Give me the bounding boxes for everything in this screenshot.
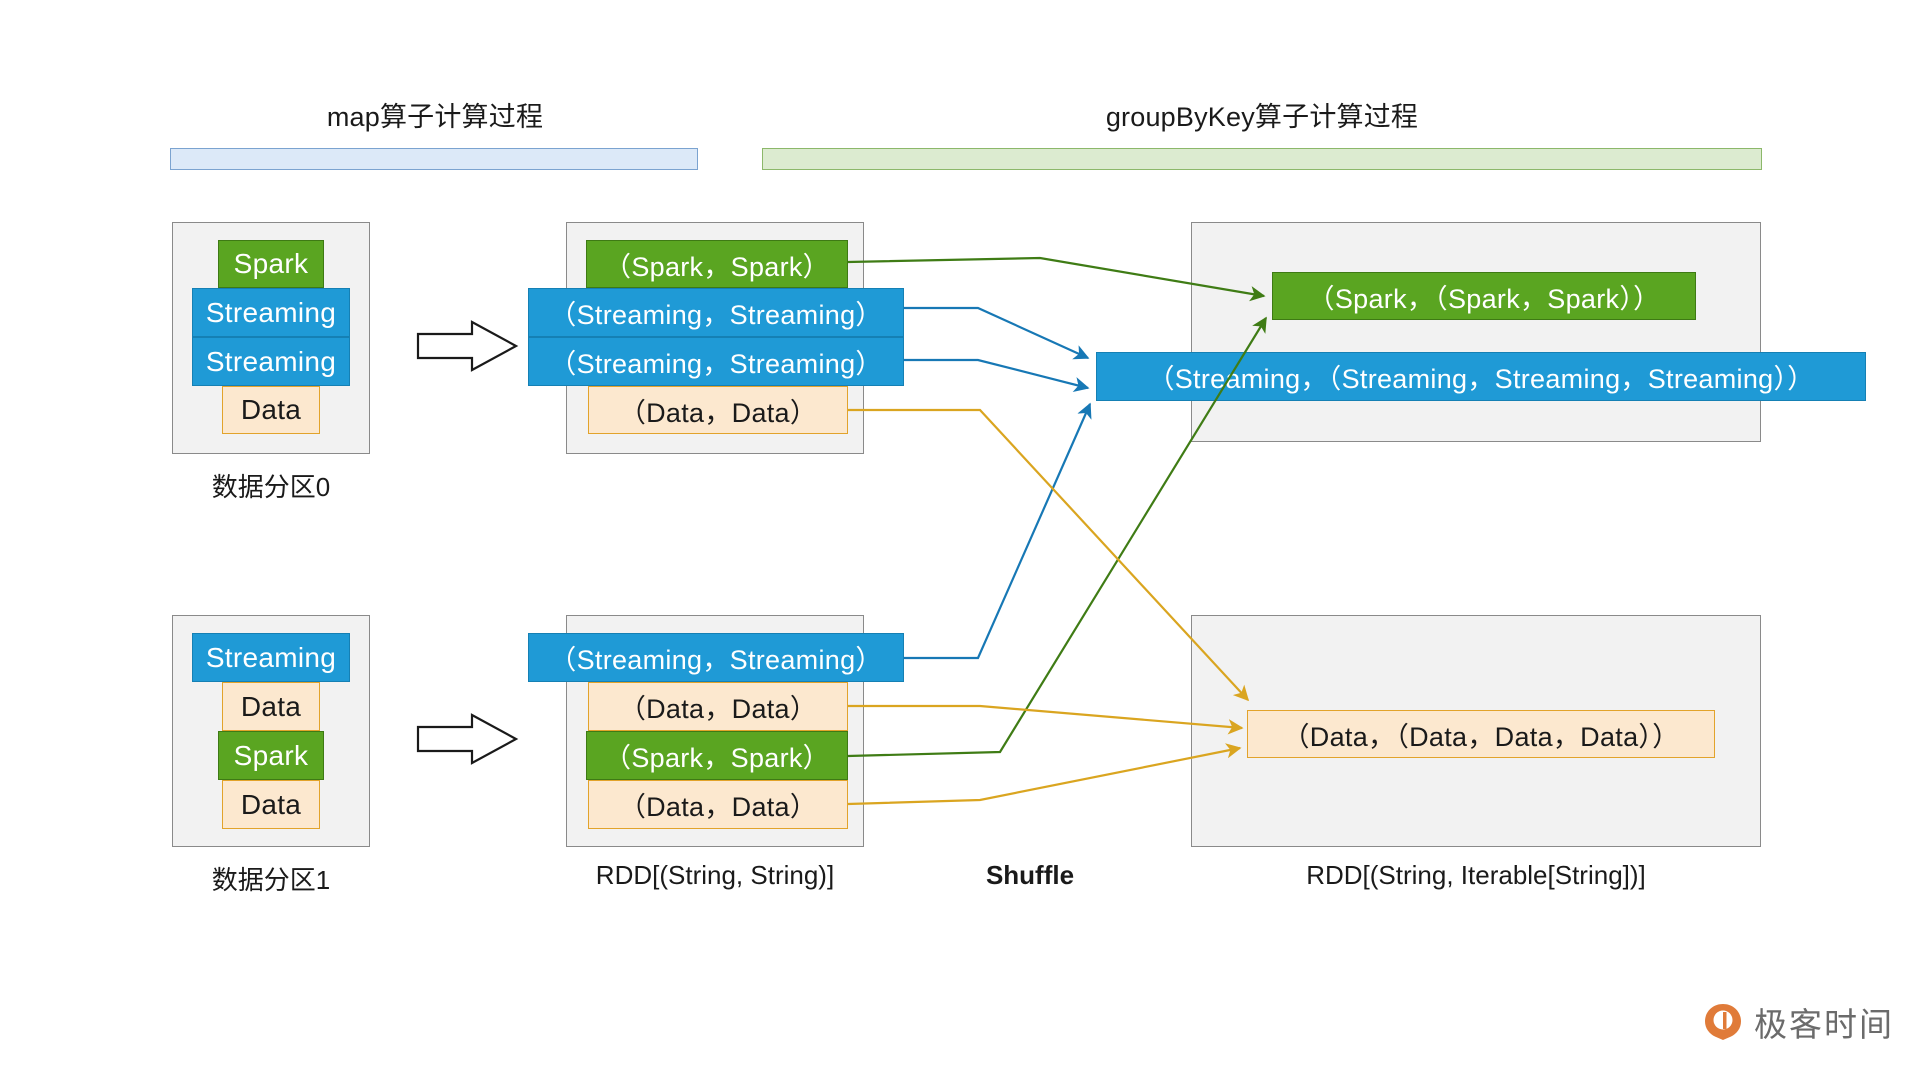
- rdd-pairs-caption: RDD[(String, String)]: [595, 860, 835, 890]
- rdd-grouped-p1-item-0[interactable]: （Data，（Data，Data，Data））: [1247, 710, 1715, 758]
- rdd-pair-p1-item-2[interactable]: （Spark，Spark）: [586, 731, 848, 780]
- rdd-grouped-partition-0-panel: [1191, 222, 1761, 442]
- rdd-grouped-p0-item-1[interactable]: （Streaming，（Streaming，Streaming，Streamin…: [1096, 352, 1866, 401]
- partition-1-item-3[interactable]: Data: [222, 780, 320, 829]
- watermark: 极客时间: [1702, 998, 1894, 1046]
- partition-0-caption: 数据分区0: [211, 472, 331, 502]
- rdd-pair-p1-item-3[interactable]: （Data，Data）: [588, 780, 848, 829]
- rdd-pair-p1-item-1[interactable]: （Data，Data）: [588, 682, 848, 731]
- rdd-grouped-caption: RDD[(String, Iterable[String])]: [1306, 860, 1646, 890]
- rdd-pair-p0-item-1[interactable]: （Streaming，Streaming）: [528, 288, 904, 337]
- map-section-bar: [170, 148, 698, 170]
- arrow-data-p0: [848, 408, 1250, 702]
- section-title-map: map算子计算过程: [326, 102, 544, 132]
- rdd-pair-p1-item-0[interactable]: （Streaming，Streaming）: [528, 633, 904, 682]
- partition-0-item-0[interactable]: Spark: [218, 240, 324, 288]
- watermark-text: 极客时间: [1754, 1006, 1894, 1043]
- section-title-groupbykey: groupByKey算子计算过程: [1105, 102, 1419, 132]
- shuffle-label: Shuffle: [985, 860, 1075, 890]
- partition-0-item-2[interactable]: Streaming: [192, 337, 350, 386]
- partition-0-item-1[interactable]: Streaming: [192, 288, 350, 337]
- rdd-pair-p0-item-0[interactable]: （Spark，Spark）: [586, 240, 848, 288]
- arrow-streaming-p0-b: [904, 358, 1090, 393]
- rdd-pair-p0-item-2[interactable]: （Streaming，Streaming）: [528, 337, 904, 386]
- geektime-logo-icon: [1705, 1004, 1741, 1040]
- groupbykey-section-bar: [762, 148, 1762, 170]
- map-transform-arrow-0: [416, 320, 519, 372]
- partition-1-item-0[interactable]: Streaming: [192, 633, 350, 682]
- arrow-data-p1-a: [848, 704, 1244, 735]
- arrow-streaming-p0-a: [904, 306, 1090, 360]
- partition-1-caption: 数据分区1: [211, 865, 331, 895]
- partition-1-item-1[interactable]: Data: [222, 682, 320, 731]
- map-transform-arrow-1: [416, 713, 519, 765]
- arrow-streaming-p1: [904, 402, 1092, 660]
- arrow-data-p1-b: [847, 743, 1242, 806]
- partition-1-item-2[interactable]: Spark: [218, 731, 324, 780]
- rdd-pair-p0-item-3[interactable]: （Data，Data）: [588, 386, 848, 434]
- rdd-grouped-p0-item-0[interactable]: （Spark，（Spark，Spark））: [1272, 272, 1696, 320]
- partition-0-item-3[interactable]: Data: [222, 386, 320, 434]
